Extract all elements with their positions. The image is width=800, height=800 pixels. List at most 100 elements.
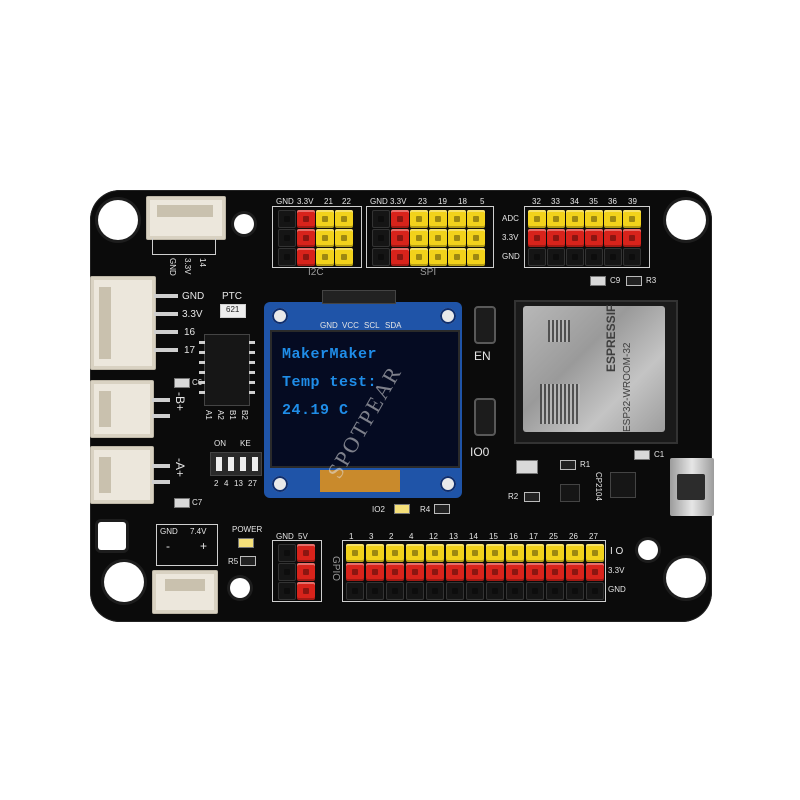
oled-line-2: Temp test: [282, 374, 378, 391]
motor-driver-chip [199, 334, 255, 406]
gpio-right-label-io: I O [610, 546, 624, 557]
esp32-small-qr [548, 320, 570, 342]
switch-number-13: 13 [234, 479, 243, 488]
oled-pin-label-gnd: GND [320, 321, 338, 330]
cp2104-chip [610, 472, 636, 498]
adc-row-label-gnd: GND [502, 252, 520, 261]
gpio-number-label: 27 [589, 532, 598, 541]
spi-pin-label-5: 5 [480, 197, 485, 206]
jst-pin-4 [154, 348, 178, 352]
adc-header [528, 210, 641, 266]
adc-row-label-3v3: 3.3V [502, 233, 519, 242]
a-port-label: -A+ [173, 458, 187, 478]
power-led [238, 538, 254, 548]
b-port-pin-1 [152, 398, 170, 402]
oled-screen: MakerMaker Temp test: 24.19 C [270, 330, 460, 468]
switch-number-4: 4 [224, 479, 229, 488]
oled-pin-label-scl: SCL [364, 321, 380, 330]
esp32-model: ESP32-WROOM-32 [622, 342, 633, 432]
oled-hole-tl [272, 308, 288, 324]
oled-pin-label-sda: SDA [385, 321, 402, 330]
power-jst-label-74v: 7.4V [190, 527, 207, 536]
ptc-label: PTC [222, 291, 242, 302]
gpio-right-label-3v3: 3.3V [608, 566, 625, 575]
a-port-connector [90, 446, 154, 504]
gpio-left-label-gnd: GND [276, 532, 294, 541]
switch-number-27: 27 [248, 479, 257, 488]
adc-pin-label-35: 35 [589, 197, 598, 206]
ptc-fuse-label: 621 [226, 305, 240, 314]
mount-hole-top-left [98, 200, 138, 240]
i2c-outline [272, 206, 362, 268]
adc-pin-label-33: 33 [551, 197, 560, 206]
gpio-number-label: 25 [549, 532, 558, 541]
motor-label-a1: A1 [204, 410, 213, 420]
spi-pin-label-18: 18 [458, 197, 467, 206]
resistor-r5-label: R5 [228, 557, 239, 566]
cap-near-esp [516, 460, 538, 474]
cap-c1-label: C1 [654, 450, 665, 459]
i2c-pin-label-gnd: GND [276, 197, 294, 206]
jst-pin-1 [154, 294, 178, 298]
oled-header-pins [322, 290, 396, 304]
left-jst-label-3v3: 3.3V [182, 309, 203, 320]
spi-pin-label-gnd: GND [370, 197, 388, 206]
left-jst-label-17: 17 [184, 345, 196, 356]
small-hole-3 [230, 578, 250, 598]
usb-port-opening [677, 474, 705, 500]
top-jst-connector [146, 196, 226, 240]
cap-c7 [174, 498, 190, 508]
oled-hole-br [440, 476, 456, 492]
spi-pin-label-23: 23 [418, 197, 427, 206]
en-label: EN [474, 349, 491, 363]
cap-c6 [174, 378, 190, 388]
io2-led [394, 504, 410, 514]
i2c-header [278, 210, 353, 266]
gpio-header [346, 544, 604, 600]
gpio-number-label: 4 [409, 532, 414, 541]
oled-hole-bl [272, 476, 288, 492]
transistor-chip [560, 484, 580, 502]
i2c-pin-label-22: 22 [342, 197, 351, 206]
a-port-pin-2 [152, 480, 170, 484]
cap-c1 [634, 450, 650, 460]
top-jst-label-2: 3.3V [183, 258, 192, 275]
oled-flex-cable [320, 470, 400, 492]
gpio-number-label: 16 [509, 532, 518, 541]
gpio-number-label: 14 [469, 532, 478, 541]
gpio-number-label: 3 [369, 532, 374, 541]
motor-label-b1: B1 [228, 410, 237, 420]
small-hole-2 [638, 540, 658, 560]
oled-line-3: 24.19 C [282, 402, 349, 419]
switch-number-2: 2 [214, 479, 219, 488]
en-button[interactable] [474, 306, 496, 344]
gpio-power-outline [272, 540, 322, 602]
io2-label: IO2 [372, 505, 385, 514]
small-hole-1 [234, 214, 254, 234]
power-label: POWER [232, 525, 263, 534]
adc-pin-label-36: 36 [608, 197, 617, 206]
io0-button[interactable] [474, 398, 496, 436]
spi-pin-label-3v3: 3.3V [390, 197, 407, 206]
resistor-r2-label: R2 [508, 492, 519, 501]
resistor-r4-label: R4 [420, 505, 431, 514]
b-port-connector [90, 380, 154, 438]
a-port-pin-1 [152, 464, 170, 468]
gpio-number-label: 12 [429, 532, 438, 541]
power-jst-connector [152, 570, 218, 614]
power-jst-sign-plus: + [200, 539, 208, 553]
cap-c6-label: C6 [192, 378, 203, 387]
resistor-r1-label: R1 [580, 460, 591, 469]
cp2104-label: CP2104 [594, 472, 603, 501]
gpio-header-outline [342, 540, 606, 602]
power-jst-label-gnd: GND [160, 527, 178, 536]
gpio-number-label: 13 [449, 532, 458, 541]
resistor-r3-label: R3 [646, 276, 657, 285]
top-jst-outline [152, 238, 216, 255]
i2c-pin-label-3v3: 3.3V [297, 197, 314, 206]
oled-hole-tr [440, 308, 456, 324]
cap-c7-label: C7 [192, 498, 203, 507]
adc-pin-label-32: 32 [532, 197, 541, 206]
oled-pin-label-vcc: VCC [342, 321, 359, 330]
